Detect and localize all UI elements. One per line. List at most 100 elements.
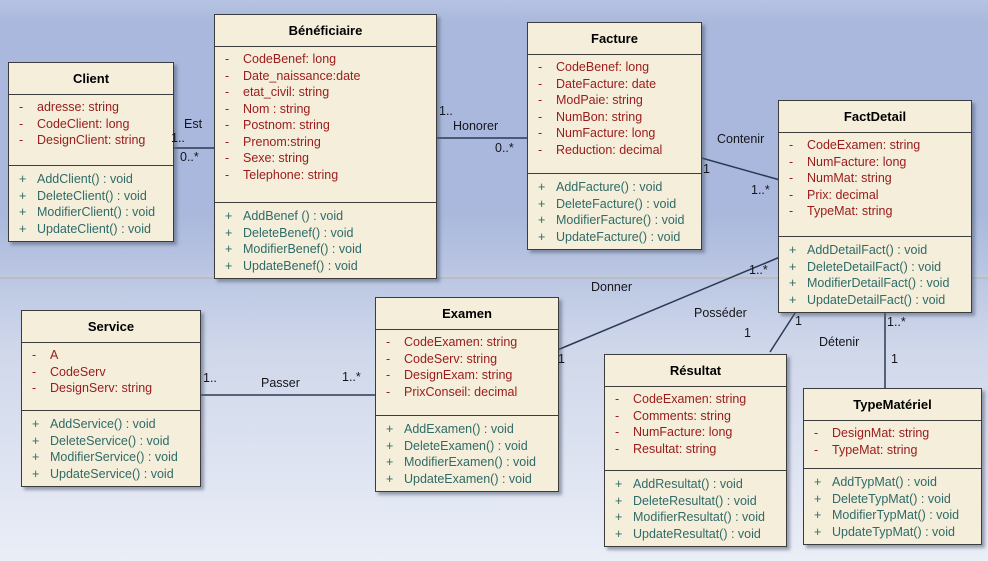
method-row: +DeleteResultat() : void	[605, 493, 786, 510]
class-title: Bénéficiaire	[215, 15, 436, 47]
methods-compartment: +AddService() : void+DeleteService() : v…	[22, 411, 200, 486]
method-text: UpdateClient() : void	[37, 221, 151, 236]
attribute-text: Reduction: decimal	[556, 142, 663, 157]
attribute-row: -Reduction: decimal	[528, 142, 701, 159]
class-beneficiaire[interactable]: Bénéficiaire -CodeBenef: long-Date_naiss…	[214, 14, 437, 279]
visibility-marker: -	[225, 68, 230, 83]
class-factdetail[interactable]: FactDetail -CodeExamen: string-NumFactur…	[778, 100, 972, 313]
method-row: +DeleteTypMat() : void	[804, 491, 981, 508]
method-text: UpdateFacture() : void	[556, 229, 681, 244]
class-client[interactable]: Client - adresse: string -CodeClient: long…	[8, 62, 174, 242]
attribute-text: NumMat: string	[807, 171, 892, 185]
visibility-marker: +	[386, 455, 394, 469]
relation-mult-posseder-factdetail: 1	[795, 314, 802, 328]
attribute-row: -CodeClient: long	[9, 116, 173, 133]
visibility-marker: -	[538, 93, 543, 107]
method-text: AddExamen() : void	[404, 422, 514, 436]
method-row: +ModifierResultat() : void	[605, 509, 786, 526]
class-typemateriel[interactable]: TypeMatériel -DesignMat: string-TypeMat:…	[803, 388, 982, 545]
attribute-row: -NumFacture: long	[528, 125, 701, 142]
attribute-row: -Nom : string	[215, 101, 436, 118]
visibility-marker: +	[789, 292, 797, 307]
class-title: Client	[9, 63, 173, 95]
relation-mult-honorer-beneficiaire: 1..	[439, 104, 453, 118]
attribute-row: -TypeMat: string	[779, 203, 971, 220]
method-row: +ModifierDetailFact() : void	[779, 275, 971, 292]
visibility-marker: +	[32, 450, 40, 464]
attributes-compartment: -CodeExamen: string-CodeServ: string-Des…	[376, 330, 558, 416]
visibility-marker: -	[615, 408, 620, 423]
page-boundary-line	[0, 275, 988, 279]
method-row: +DeleteExamen() : void	[376, 438, 558, 455]
method-row: +AddDetailFact() : void	[779, 242, 971, 259]
class-title: Résultat	[605, 355, 786, 387]
method-row: + ModifierExamen() : void	[376, 454, 558, 471]
method-row: +DeleteBenef() : void	[215, 225, 436, 242]
visibility-marker: -	[814, 442, 819, 457]
attributes-compartment: -CodeBenef: long-Date_naissance:date-eta…	[215, 47, 436, 203]
attribute-text: CodeServ: string	[404, 351, 498, 366]
method-row: +ModifierTypMat() : void	[804, 507, 981, 524]
attribute-text: A	[50, 348, 59, 362]
attribute-row: -NumMat: string	[779, 170, 971, 187]
visibility-marker: +	[814, 508, 822, 522]
visibility-marker: -	[615, 425, 620, 439]
attribute-row: -CodeExamen: string	[605, 391, 786, 408]
method-row: +UpdateDetailFact() : void	[779, 292, 971, 309]
visibility-marker: +	[225, 209, 233, 223]
relation-mult-posseder-resultat: 1	[744, 326, 751, 340]
attribute-row: -Resultat: string	[605, 441, 786, 458]
attribute-text: Telephone: string	[243, 167, 339, 182]
visibility-marker: +	[814, 524, 822, 539]
visibility-marker: +	[615, 477, 623, 491]
attribute-row: -Prix: decimal	[779, 187, 971, 204]
class-examen[interactable]: Examen -CodeExamen: string-CodeServ: str…	[375, 297, 559, 492]
attribute-row: -Postnom: string	[215, 117, 436, 134]
method-text: DeleteFacture() : void	[556, 196, 677, 211]
method-row: + UpdateFacture() : void	[528, 229, 701, 246]
method-row: +UpdateBenef() : void	[215, 258, 436, 275]
visibility-marker: +	[814, 491, 822, 506]
class-service[interactable]: Service -A-CodeServ-DesignServ: string +…	[21, 310, 201, 487]
relation-mult-contenir-facture: 1	[703, 162, 710, 176]
class-facture[interactable]: Facture -CodeBenef: long-DateFacture: da…	[527, 22, 702, 250]
method-row: +DeleteClient() : void	[9, 188, 173, 205]
visibility-marker: -	[789, 138, 794, 152]
visibility-marker: +	[19, 188, 27, 203]
association-contenir-line	[697, 156, 781, 181]
visibility-marker: -	[225, 85, 230, 99]
visibility-marker: +	[225, 225, 233, 240]
class-resultat[interactable]: Résultat -CodeExamen: string-Comments: s…	[604, 354, 787, 547]
attribute-text: adresse: string	[37, 100, 119, 114]
attribute-row: -CodeServ	[22, 364, 200, 381]
method-text: AddService() : void	[50, 417, 156, 431]
visibility-marker: +	[538, 213, 546, 227]
attribute-row: -DesignClient: string	[9, 132, 173, 149]
method-row: + DeleteFacture() : void	[528, 196, 701, 213]
method-text: UpdateTypMat() : void	[832, 524, 955, 539]
method-text: ModifierExamen() : void	[404, 455, 536, 469]
visibility-marker: +	[538, 196, 546, 211]
method-text: AddBenef () : void	[243, 209, 344, 223]
visibility-marker: +	[386, 438, 394, 453]
visibility-marker: +	[32, 466, 40, 481]
methods-compartment: +AddDetailFact() : void+DeleteDetailFact…	[779, 237, 971, 312]
attribute-row: -DateFacture: date	[528, 76, 701, 93]
visibility-marker: +	[19, 221, 27, 236]
relation-label-honorer: Honorer	[453, 119, 499, 133]
method-text: UpdateResultat() : void	[633, 526, 761, 541]
visibility-marker: -	[386, 351, 391, 366]
visibility-marker: -	[225, 52, 230, 66]
attribute-text: Sexe: string	[243, 151, 310, 165]
visibility-marker: +	[538, 229, 546, 244]
visibility-marker: +	[615, 510, 623, 524]
method-row: + UpdateClient() : void	[9, 221, 173, 238]
method-row: +ModifierFacture() : void	[528, 212, 701, 229]
visibility-marker: +	[19, 172, 27, 186]
attribute-text: CodeClient: long	[37, 116, 130, 131]
method-row: +AddTypMat() : void	[804, 474, 981, 491]
visibility-marker: -	[19, 133, 24, 147]
visibility-marker: +	[615, 493, 623, 508]
visibility-marker: -	[225, 134, 230, 149]
